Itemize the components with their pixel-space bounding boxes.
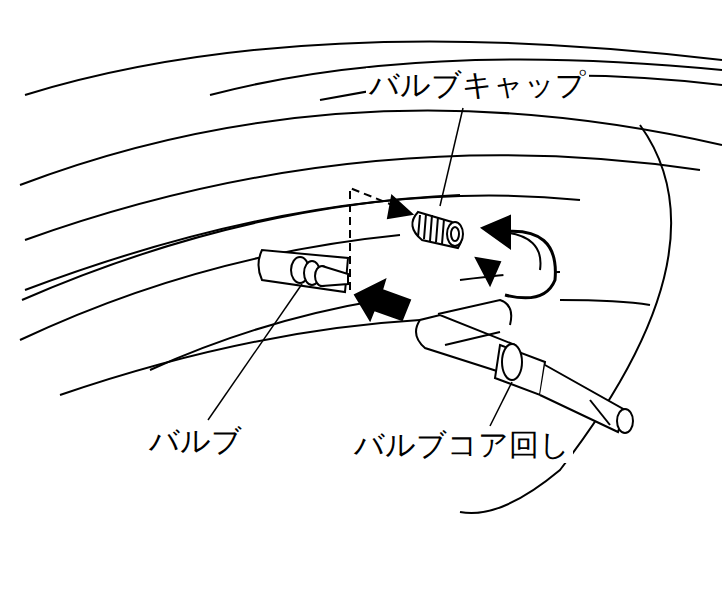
part-label: バルブコア回し <box>351 428 573 463</box>
rotation-arrow <box>476 216 555 298</box>
valve-cap <box>412 212 463 248</box>
arrow-head <box>388 196 412 218</box>
part-label: バルブキャップ <box>366 68 589 103</box>
valve-core-remover <box>416 300 633 433</box>
valve <box>259 250 349 292</box>
push-arrow <box>355 280 410 320</box>
part-label: バルブ <box>146 424 245 459</box>
tire-arcs <box>20 41 722 513</box>
leader-lines <box>208 108 512 426</box>
